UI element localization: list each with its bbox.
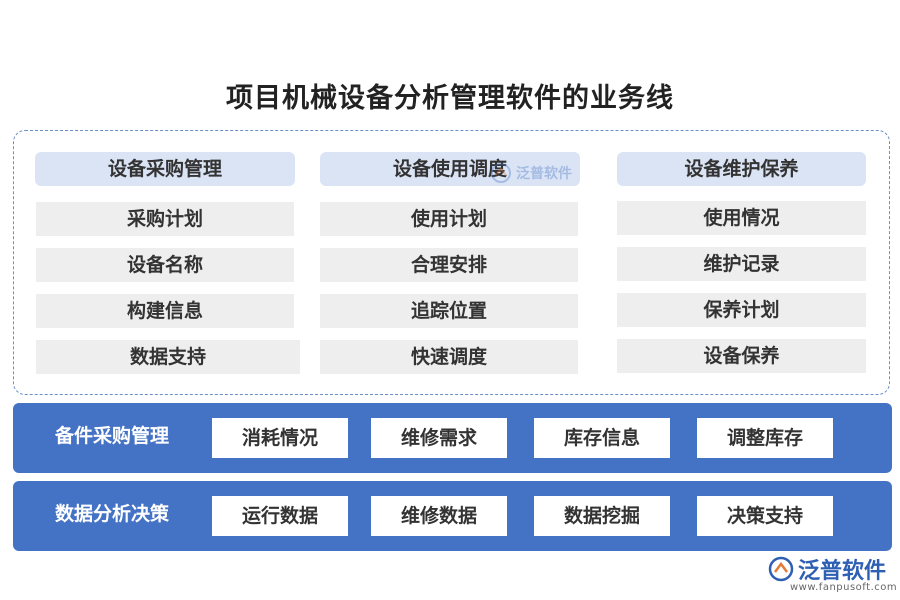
column-item: 使用情况: [617, 201, 866, 235]
band-item: 调整库存: [697, 418, 833, 458]
band-data-analysis: 数据分析决策 运行数据 维修数据 数据挖掘 决策支持: [13, 481, 892, 551]
watermark-text: 泛普软件: [516, 166, 572, 182]
column-header-usage: 设备使用调度: [320, 152, 580, 186]
column-item: 设备保养: [617, 339, 866, 373]
band-item: 维修需求: [371, 418, 507, 458]
page-title: 项目机械设备分析管理软件的业务线: [226, 83, 674, 114]
column-item: 数据支持: [36, 340, 300, 374]
column-item: 设备名称: [36, 248, 294, 282]
band-item: 消耗情况: [212, 418, 348, 458]
logo-icon: [768, 556, 794, 582]
brand-logo: 泛普软件: [768, 553, 886, 585]
column-item: 采购计划: [36, 202, 294, 236]
column-item: 快速调度: [320, 340, 578, 374]
band-item: 库存信息: [534, 418, 670, 458]
logo-url: www.fanpusoft.com: [790, 582, 898, 593]
column-header-procurement: 设备采购管理: [35, 152, 295, 186]
column-header-maintenance: 设备维护保养: [617, 152, 866, 186]
column-item: 合理安排: [320, 248, 578, 282]
column-item: 使用计划: [320, 202, 578, 236]
band-parts-procurement: 备件采购管理 消耗情况 维修需求 库存信息 调整库存: [13, 403, 892, 473]
band-item: 运行数据: [212, 496, 348, 536]
watermark: 泛普软件: [490, 162, 572, 184]
column-item: 保养计划: [617, 293, 866, 327]
band-label: 备件采购管理: [55, 425, 170, 447]
band-item: 数据挖掘: [534, 496, 670, 536]
column-item: 构建信息: [36, 294, 294, 328]
modules-container: [13, 130, 890, 395]
band-label: 数据分析决策: [55, 503, 170, 525]
band-item: 维修数据: [371, 496, 507, 536]
column-item: 维护记录: [617, 247, 866, 281]
column-item: 追踪位置: [320, 294, 578, 328]
band-item: 决策支持: [697, 496, 833, 536]
logo-text: 泛普软件: [798, 559, 887, 584]
watermark-icon: [491, 163, 511, 183]
